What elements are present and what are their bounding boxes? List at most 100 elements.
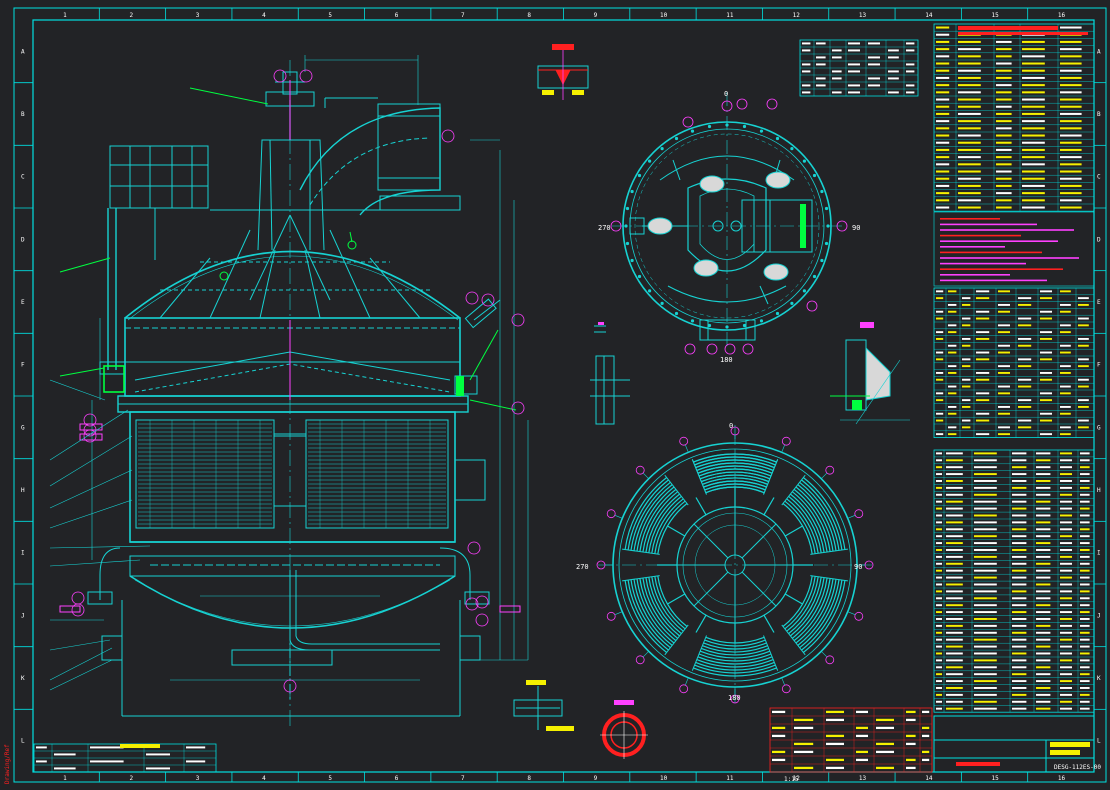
cell-glyphs xyxy=(906,742,916,746)
balloon-leader xyxy=(847,611,856,615)
column-label-top: 8 xyxy=(527,12,531,19)
tube-row-arc xyxy=(633,484,673,551)
section-balloon xyxy=(825,655,835,665)
cell-glyphs xyxy=(936,358,944,361)
cell-glyphs xyxy=(958,177,981,180)
cell-glyphs xyxy=(976,419,990,422)
reference-drawings-table xyxy=(33,743,217,773)
cell-glyphs xyxy=(936,337,944,340)
note-line xyxy=(940,240,1058,242)
cell-glyphs xyxy=(1040,371,1052,374)
ref-header-bar xyxy=(120,744,160,748)
cell-glyphs xyxy=(996,69,1012,72)
cell-glyphs xyxy=(1018,419,1032,422)
row-label-left: H xyxy=(21,487,25,494)
cell-glyphs xyxy=(1036,576,1051,579)
cell-glyphs xyxy=(974,514,997,517)
cell-glyphs xyxy=(1018,365,1032,368)
cell-glyphs xyxy=(1080,693,1090,696)
leader-line xyxy=(49,499,133,529)
cell-glyphs xyxy=(1012,693,1027,696)
cell-glyphs xyxy=(1078,297,1089,300)
row-label-right: J xyxy=(1097,612,1101,619)
cell-glyphs xyxy=(936,611,942,614)
cell-glyphs xyxy=(1060,700,1072,703)
cell-glyphs xyxy=(1018,426,1032,429)
cell-glyphs xyxy=(996,192,1012,195)
cell-glyphs xyxy=(1022,98,1045,101)
cell-glyphs xyxy=(936,392,944,395)
cell-glyphs xyxy=(974,466,997,469)
cell-glyphs xyxy=(1080,631,1090,634)
item-balloon xyxy=(283,679,297,693)
cell-glyphs xyxy=(1080,576,1090,579)
cell-glyphs xyxy=(1012,597,1027,600)
cell-glyphs xyxy=(146,767,170,770)
cell-glyphs xyxy=(936,163,950,166)
note-line xyxy=(940,257,1079,259)
bolt-hole xyxy=(775,136,780,141)
vertical-margin-text: Drawing/Ref xyxy=(4,744,11,784)
cell-glyphs xyxy=(936,486,942,489)
cell-glyphs xyxy=(962,297,971,300)
cell-glyphs xyxy=(1080,562,1090,565)
cell-glyphs xyxy=(946,459,963,462)
cell-glyphs xyxy=(1018,405,1032,408)
row-label-left: A xyxy=(21,48,25,55)
cell-glyphs xyxy=(958,141,981,144)
cell-glyphs xyxy=(962,426,971,429)
cell-glyphs xyxy=(1036,638,1051,641)
cell-glyphs xyxy=(946,562,963,565)
cell-glyphs xyxy=(1022,48,1045,51)
cell-glyphs xyxy=(936,680,942,683)
cell-glyphs xyxy=(1060,371,1071,374)
cell-glyphs xyxy=(974,562,997,565)
cell-glyphs xyxy=(1036,604,1051,607)
bolt-hole xyxy=(826,224,830,228)
cell-glyphs xyxy=(936,40,950,43)
bolt-hole xyxy=(637,274,642,279)
support-arm xyxy=(784,525,803,537)
cell-glyphs xyxy=(1040,317,1052,320)
cell-glyphs xyxy=(948,392,957,395)
cell-glyphs xyxy=(936,84,950,87)
cell-glyphs xyxy=(1022,177,1045,180)
cell-glyphs xyxy=(772,726,786,730)
bolt-hole xyxy=(707,124,712,129)
section-balloon xyxy=(679,684,689,694)
cell-glyphs xyxy=(974,631,997,634)
plan-balloon xyxy=(836,220,848,232)
cell-glyphs xyxy=(936,700,942,703)
cell-glyphs xyxy=(802,63,811,66)
cell-glyphs xyxy=(826,758,844,762)
cell-glyphs xyxy=(946,576,963,579)
tube-row-arc xyxy=(795,486,834,552)
cell-glyphs xyxy=(1060,528,1072,531)
bolt-hole xyxy=(759,129,764,133)
cell-glyphs xyxy=(832,70,842,73)
tube-row-arc xyxy=(699,471,771,480)
tube-row-arc xyxy=(702,477,768,485)
section-spokes xyxy=(657,487,813,643)
tube-row-arc xyxy=(795,578,834,644)
tube-row-arc xyxy=(639,488,677,552)
cell-glyphs xyxy=(976,399,990,402)
cell-glyphs xyxy=(1022,163,1045,166)
cell-glyphs xyxy=(1022,184,1045,187)
cell-glyphs xyxy=(1012,583,1027,586)
column-label-top: 15 xyxy=(992,12,1000,19)
cell-glyphs xyxy=(936,170,950,173)
cell-glyphs xyxy=(1078,337,1089,340)
cell-glyphs xyxy=(906,70,915,73)
cell-glyphs xyxy=(906,710,916,714)
cell-glyphs xyxy=(1036,466,1051,469)
cell-glyphs xyxy=(1012,645,1027,648)
spoke xyxy=(693,523,729,559)
tube-row-arc xyxy=(698,468,772,477)
cell-glyphs xyxy=(996,91,1012,94)
cell-glyphs xyxy=(948,331,957,334)
row-label-right: B xyxy=(1097,111,1101,118)
tube-row-arc xyxy=(645,493,680,553)
cell-glyphs xyxy=(1018,399,1032,402)
cell-glyphs xyxy=(936,521,942,524)
